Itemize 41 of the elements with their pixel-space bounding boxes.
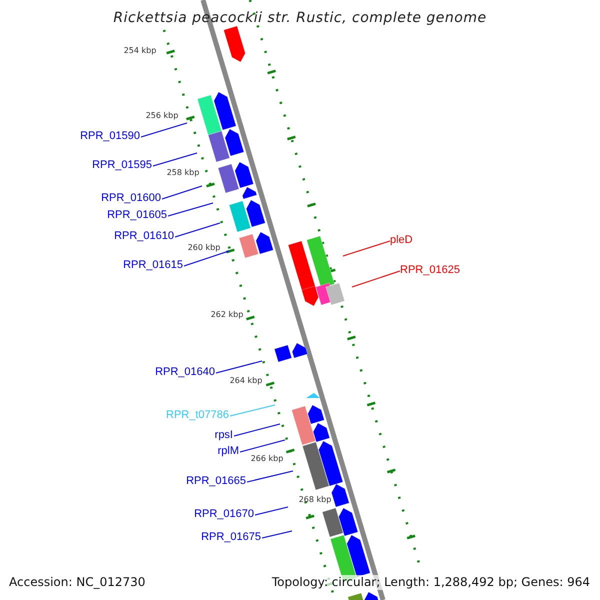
gene-label: RPR_01610 <box>114 230 174 243</box>
gene-label: RPR_01665 <box>186 475 246 488</box>
leader-line <box>162 186 202 200</box>
leader-line <box>152 152 198 166</box>
leader-line <box>174 222 220 238</box>
leader-line <box>184 250 230 266</box>
leader-line <box>262 530 292 538</box>
gene-label: RPR_01670 <box>194 508 254 521</box>
scale-label: 266 kbp <box>250 454 284 463</box>
leader-line <box>230 404 276 416</box>
gene-label: RPR_01640 <box>155 366 215 379</box>
gene-label: RPR_01675 <box>201 531 261 544</box>
leader-line <box>168 202 214 216</box>
scale-label: 268 kbp <box>298 495 332 504</box>
leader-line <box>140 122 188 138</box>
accession-note: Accession: NC_012730 <box>8 575 146 590</box>
leader-line <box>352 270 400 288</box>
scale-label: 258 kbp <box>166 168 200 177</box>
gene-label: RPR_01615 <box>123 259 183 272</box>
gene-label: RPR_01600 <box>101 192 161 205</box>
gene-label: RPR_01595 <box>92 159 152 172</box>
gene-label: RPR_t07786 <box>166 409 229 422</box>
scale-label: 262 kbp <box>210 310 244 319</box>
leader-line <box>254 506 288 516</box>
gene-label: RPR_01625 <box>400 264 460 277</box>
gene-label: rplM <box>218 445 239 458</box>
leader-line <box>216 360 262 374</box>
scale-label: 254 kbp <box>124 46 156 55</box>
leader-line <box>240 440 286 452</box>
gene-label: pleD <box>390 234 413 247</box>
scale-label: 264 kbp <box>230 376 262 385</box>
leader-line <box>342 240 390 256</box>
leader-line <box>246 470 294 482</box>
gene-label: RPR_01605 <box>107 209 167 222</box>
gene-label: RPR_01590 <box>80 130 140 143</box>
gene-label: rpsI <box>214 429 233 442</box>
genome-summary: Topology: circular; Length: 1,288,492 bp; Genes: 964 <box>270 575 591 590</box>
scale-label: 260 kbp <box>188 243 220 252</box>
leader-line <box>234 424 280 436</box>
diagram-title: Rickettsia peacockii str. Rustic, complete genome <box>112 9 488 28</box>
scale-label: 256 kbp <box>146 111 178 120</box>
